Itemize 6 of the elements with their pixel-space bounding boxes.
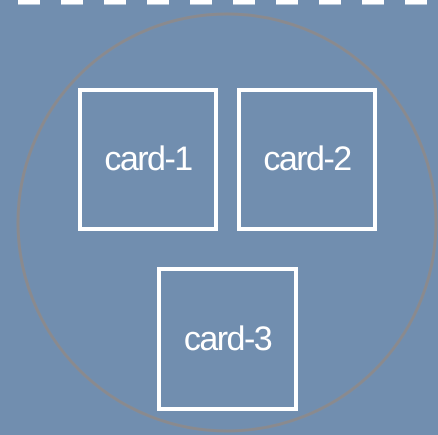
card-box xyxy=(78,88,218,231)
card-box xyxy=(157,267,298,411)
card-box xyxy=(237,88,377,231)
card-label: card-2 xyxy=(263,140,351,179)
card-label: card-3 xyxy=(184,320,272,358)
card-label: card-1 xyxy=(104,140,192,179)
